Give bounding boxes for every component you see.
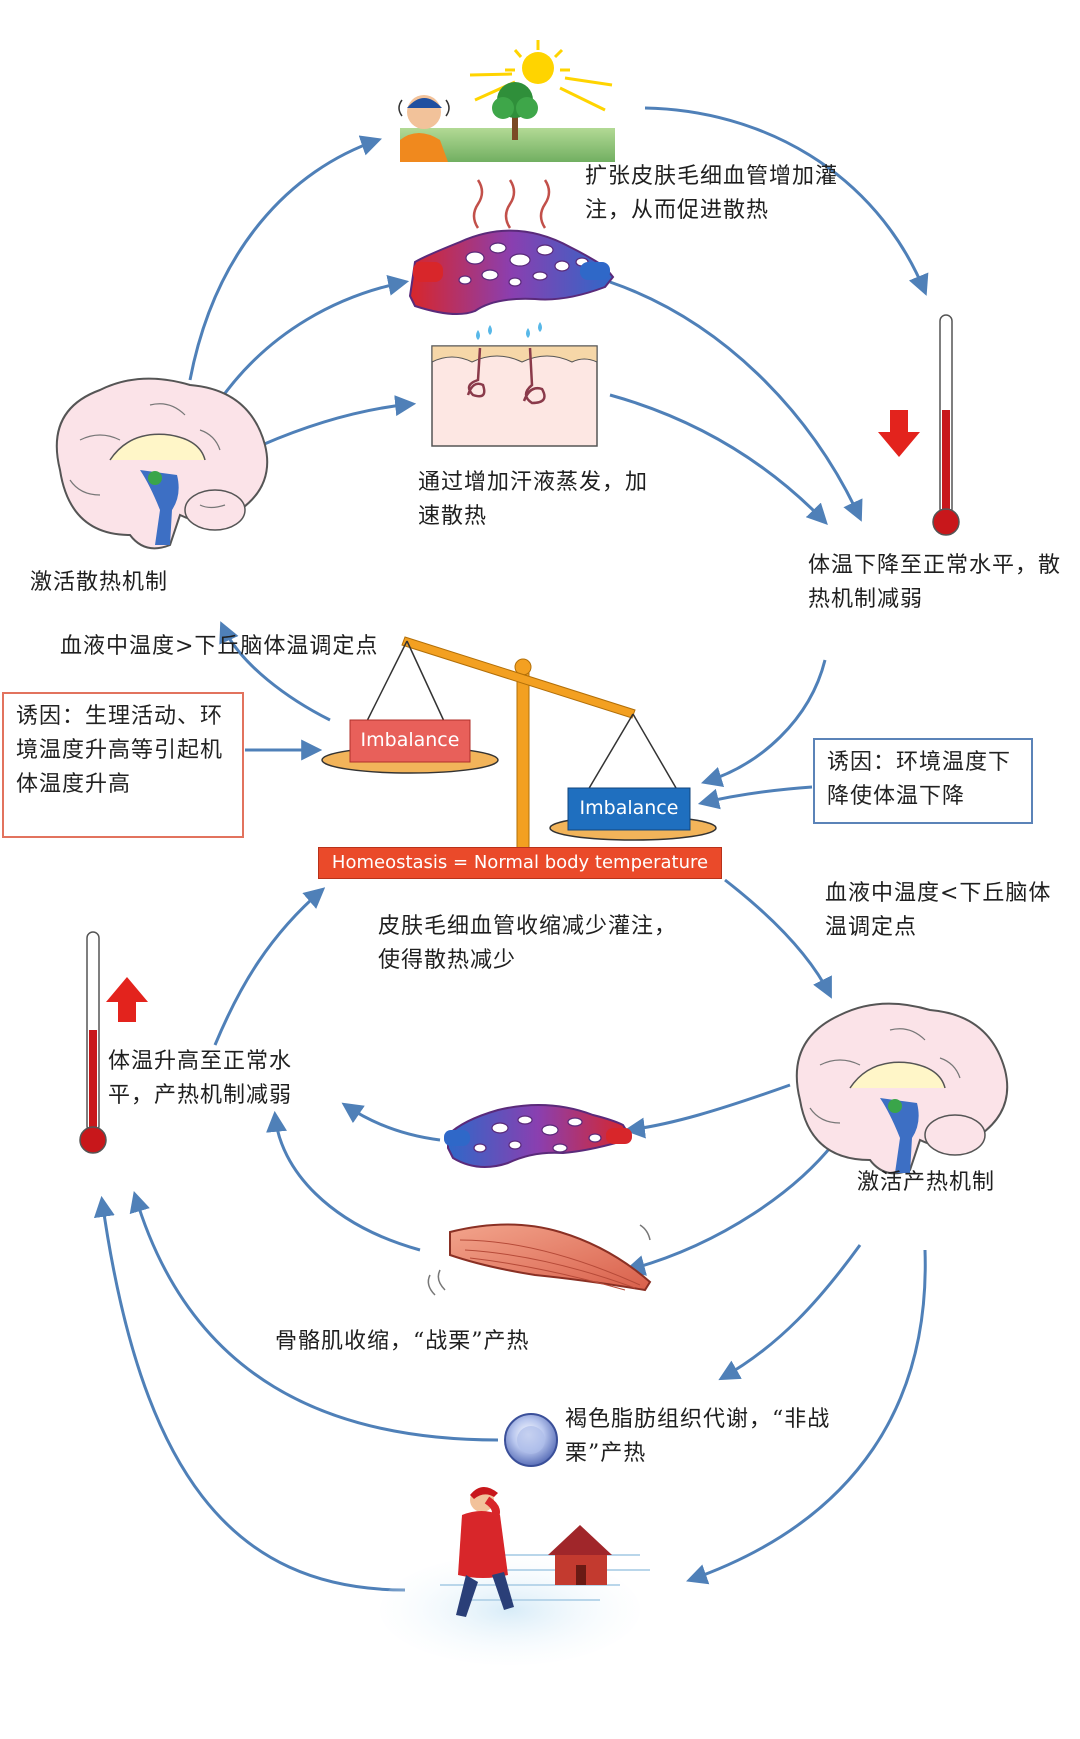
heat-waves <box>472 179 551 229</box>
dilated-capillary-illustration <box>408 229 615 316</box>
arrow-drop-to-balance <box>700 659 827 788</box>
cause-high-box: 诱因：生理活动、环境温度升高等引起机体温度升高 <box>2 692 244 838</box>
sunny-person-illustration <box>398 40 615 162</box>
arrow-brain-to-muscle <box>623 1134 842 1276</box>
flow-arrows <box>93 106 929 1592</box>
cause-low-box: 诱因：环境温度下降使体温下降 <box>813 738 1033 824</box>
arrow-vessel2-to-rise <box>341 1102 441 1142</box>
arrow-sweat-to-drop <box>609 393 828 526</box>
label-brown-fat: 褐色脂肪组织代谢，“非战栗”产热 <box>565 1407 831 1466</box>
label-temp-drop: 体温下降至正常水平，散热机制减弱 <box>808 553 1062 612</box>
arrow-sun-to-thermometer <box>644 106 929 296</box>
arrow-cold-to-thermometer <box>93 1195 406 1592</box>
arrow-blood-to-brain <box>219 621 331 722</box>
arrow-brain-to-fat <box>718 1244 862 1381</box>
brain-heating-illustration <box>795 1002 1009 1175</box>
cold-weather-illustration <box>380 1486 650 1665</box>
label-sweat: 通过增加汗液蒸发，加速散热 <box>418 470 649 529</box>
arrow-balance-to-brain <box>724 878 832 999</box>
label-shiver: 骨骼肌收缩，“战栗”产热 <box>275 1329 530 1354</box>
brain-cooling-illustration <box>55 377 269 550</box>
arrow-vessel-to-drop <box>609 280 863 522</box>
imbalance-left-label: Imbalance <box>360 729 460 751</box>
label-vasoconstriction: 皮肤毛细血管收缩减少灌注，使得散热减少 <box>378 914 678 973</box>
sweat-gland-illustration <box>431 322 598 447</box>
arrow-brain-to-vessel <box>218 275 410 401</box>
thermometer-drop-illustration <box>878 314 960 536</box>
homeostasis-bar: Homeostasis = Normal body temperature <box>318 847 722 879</box>
label-temp-rise: 体温升高至正常水平，产热机制减弱 <box>108 1049 293 1108</box>
arrow-brain-to-vessel2 <box>623 1083 791 1139</box>
label-activate-heating: 激活产热机制 <box>857 1170 996 1195</box>
arrow-muscle-to-rise <box>266 1110 421 1252</box>
arrow-cause-low <box>697 785 813 810</box>
label-blood-low: 血液中温度<下丘脑体温调定点 <box>825 881 1052 940</box>
constricted-capillary-illustration <box>444 1104 632 1168</box>
brown-fat-cell-illustration <box>504 1413 558 1467</box>
skeletal-muscle-illustration <box>427 1223 652 1296</box>
arrow-rise-to-balance <box>213 887 326 1046</box>
imbalance-right-label: Imbalance <box>579 797 679 819</box>
label-vasodilation: 扩张皮肤毛细血管增加灌注，从而促进散热 <box>585 164 839 223</box>
arrow-fat-to-thermometer <box>129 1190 499 1442</box>
arrow-brain-to-cold <box>686 1249 927 1585</box>
balance-scale-illustration <box>321 636 717 849</box>
thermometer-rise-illustration <box>79 931 148 1154</box>
arrow-brain-to-sun <box>188 135 382 381</box>
label-blood-high: 血液中温度>下丘脑体温调定点 <box>60 634 379 659</box>
arrow-brain-to-sweat <box>261 395 417 447</box>
label-activate-cooling: 激活散热机制 <box>30 570 169 595</box>
